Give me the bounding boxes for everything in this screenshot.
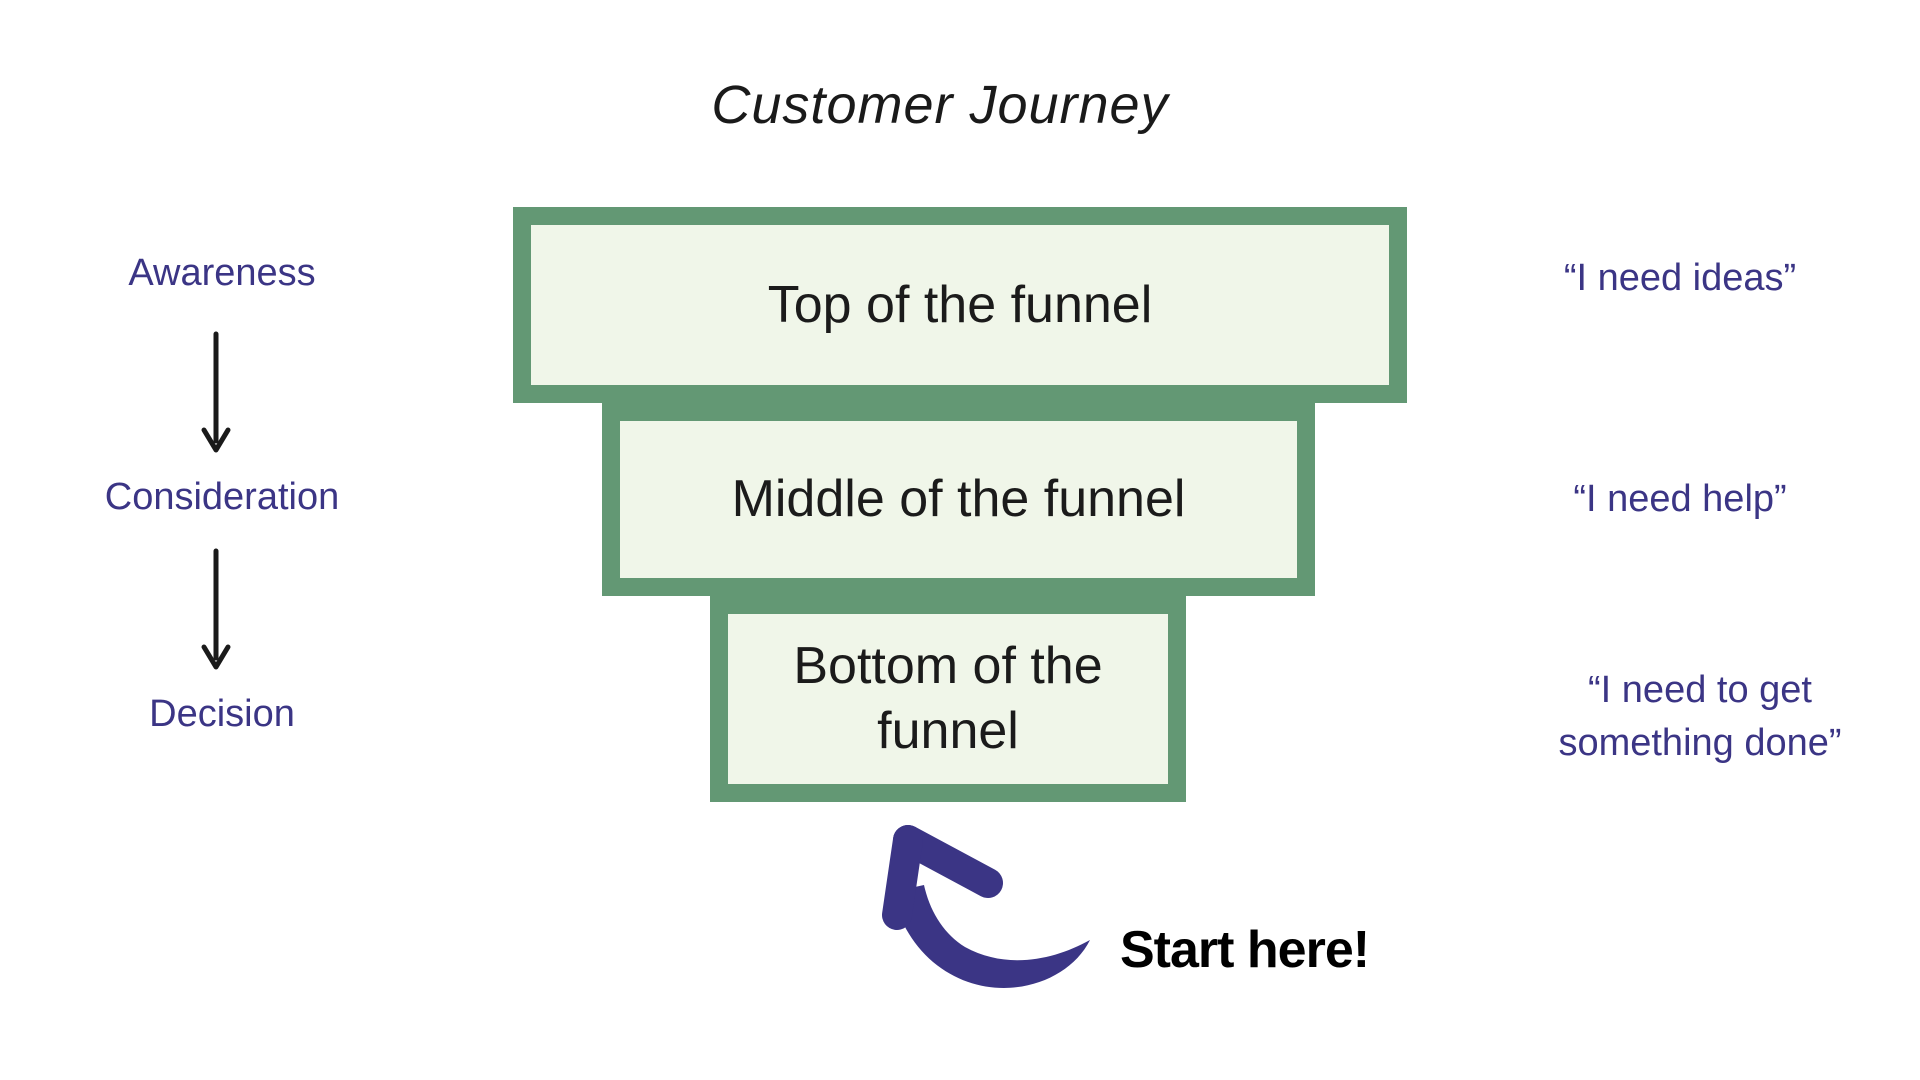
quote-consideration: “I need help” xyxy=(1573,478,1787,520)
funnel-tier-bottom-label: Bottom of the funnel xyxy=(793,637,1103,760)
stage-label-decision: Decision xyxy=(149,693,295,735)
funnel-tier-middle-label: Middle of the funnel xyxy=(731,470,1186,528)
down-arrow-head-icon xyxy=(201,427,231,453)
curved-arrow-barb-left xyxy=(882,825,923,930)
down-arrow-head-icon xyxy=(201,644,231,670)
diagram-title: Customer Journey xyxy=(711,75,1169,135)
stage-label-awareness: Awareness xyxy=(128,252,316,294)
down-arrow-consideration-to-decision xyxy=(201,548,231,670)
funnel-tier-top-label: Top of the funnel xyxy=(767,275,1153,334)
curved-arrow-barb-right xyxy=(893,825,1003,898)
quote-decision: “I need to get something done” xyxy=(1558,669,1842,765)
curved-start-arrow-icon xyxy=(882,825,1090,988)
stage-label-consideration: Consideration xyxy=(104,476,340,518)
quote-awareness: “I need ideas” xyxy=(1563,257,1797,299)
funnel-tier-top: Top of the funnel xyxy=(513,207,1407,403)
start-here-label: Start here! xyxy=(1120,921,1370,979)
funnel-tier-middle: Middle of the funnel xyxy=(602,403,1315,596)
down-arrow-awareness-to-consideration xyxy=(201,331,231,453)
curved-arrow-body xyxy=(892,885,1090,988)
funnel-tier-bottom: Bottom of the funnel xyxy=(710,596,1186,802)
